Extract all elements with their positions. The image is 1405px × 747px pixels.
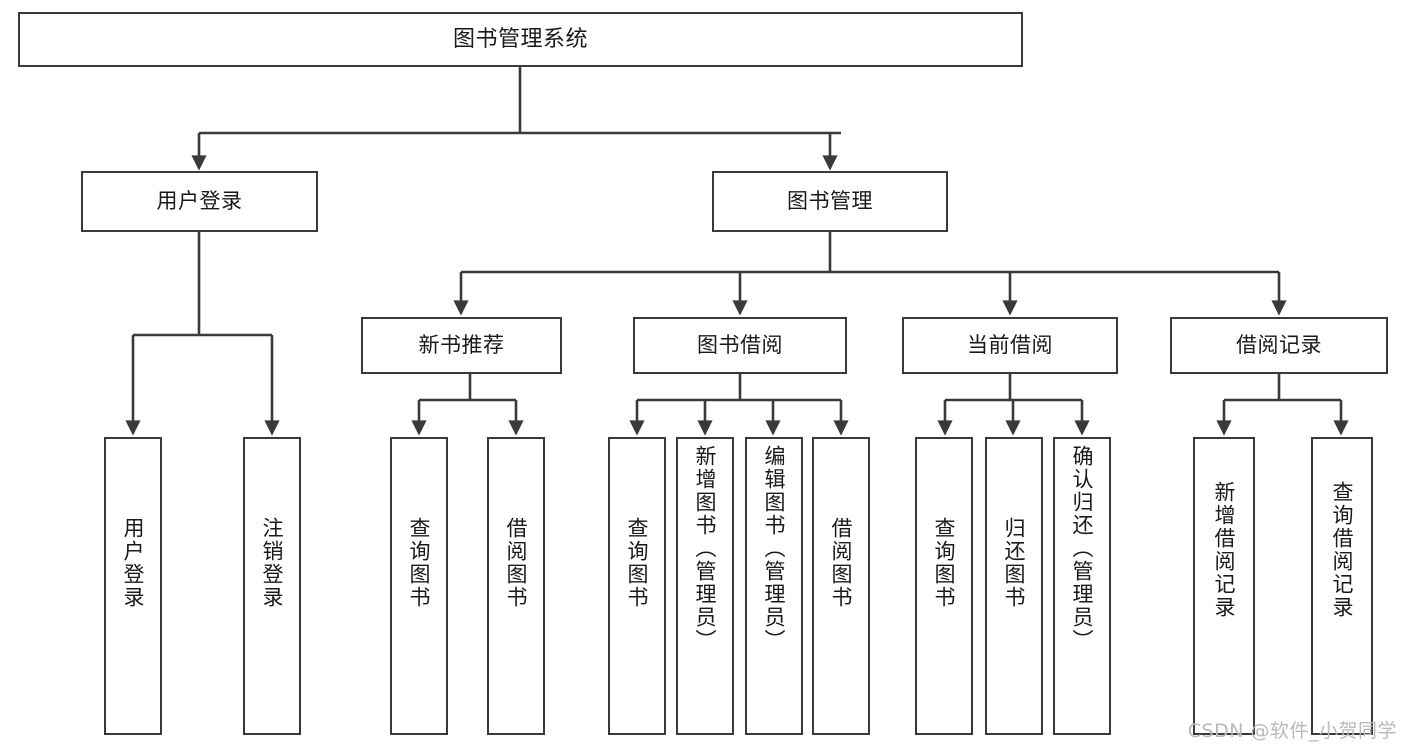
node-label: 查询图书: [407, 517, 432, 609]
leaf-logout-login[interactable]: 注销登录: [243, 437, 301, 735]
leaf-add-book-admin[interactable]: 新增图书（管理员）: [676, 437, 734, 735]
leaf-query-borrow-record[interactable]: 查询借阅记录: [1311, 437, 1373, 735]
node-label: 查询图书: [932, 517, 957, 609]
node-root-system[interactable]: 图书管理系统: [18, 12, 1023, 67]
node-label: 归还图书: [1002, 517, 1027, 609]
node-book-borrowing[interactable]: 图书借阅: [633, 317, 847, 374]
watermark-credit: CSDN @软件_小贺同学: [1187, 720, 1397, 742]
leaf-borrow-book-new[interactable]: 借阅图书: [487, 437, 545, 735]
node-new-book-recommendation[interactable]: 新书推荐: [361, 317, 562, 374]
leaf-query-book-current[interactable]: 查询图书: [915, 437, 973, 735]
leaf-user-login[interactable]: 用户登录: [104, 437, 162, 735]
node-label: 图书管理系统: [452, 26, 588, 52]
node-label: 编辑图书（管理员）: [762, 445, 787, 652]
node-label: 新增图书（管理员）: [693, 445, 718, 652]
node-label: 查询借阅记录: [1330, 481, 1355, 619]
leaf-edit-book-admin[interactable]: 编辑图书（管理员）: [745, 437, 803, 735]
leaf-query-book-borrow[interactable]: 查询图书: [608, 437, 666, 735]
node-label: 注销登录: [260, 517, 285, 609]
leaf-borrow-book[interactable]: 借阅图书: [812, 437, 870, 735]
node-label: 借阅图书: [504, 517, 529, 609]
node-label: 查询图书: [625, 517, 650, 609]
node-label: 新书推荐: [418, 333, 505, 358]
node-borrowing-records[interactable]: 借阅记录: [1170, 317, 1388, 374]
node-book-management[interactable]: 图书管理: [712, 171, 948, 232]
node-label: 图书管理: [787, 189, 873, 214]
node-current-borrowing[interactable]: 当前借阅: [902, 317, 1118, 374]
node-label: 确认归还（管理员）: [1070, 445, 1095, 652]
leaf-add-borrow-record[interactable]: 新增借阅记录: [1193, 437, 1255, 735]
node-user-login[interactable]: 用户登录: [81, 171, 318, 232]
node-label: 图书借阅: [697, 333, 783, 358]
node-label: 用户登录: [156, 189, 243, 214]
node-label: 用户登录: [121, 517, 146, 609]
node-label: 借阅图书: [829, 517, 854, 609]
node-label: 新增借阅记录: [1212, 481, 1237, 619]
node-label: 当前借阅: [967, 333, 1053, 358]
leaf-return-book[interactable]: 归还图书: [985, 437, 1043, 735]
node-label: 借阅记录: [1236, 333, 1322, 358]
leaf-query-book-new[interactable]: 查询图书: [390, 437, 448, 735]
leaf-confirm-return-admin[interactable]: 确认归还（管理员）: [1053, 437, 1111, 735]
